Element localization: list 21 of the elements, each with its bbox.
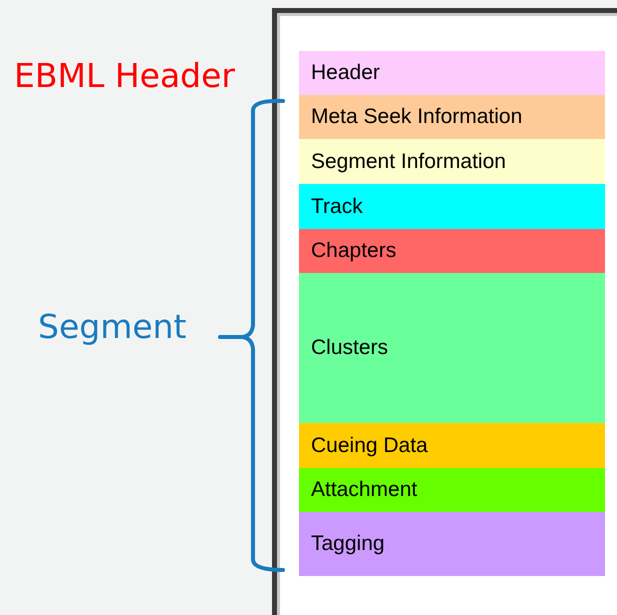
segment-band — [299, 512, 605, 576]
band-label: Attachment — [311, 478, 418, 502]
segment-band — [299, 273, 605, 423]
band-label: Cueing Data — [311, 434, 428, 458]
segment-band — [299, 51, 605, 95]
band-label: Header — [311, 61, 380, 85]
segment-band — [299, 95, 605, 139]
segment-band — [299, 468, 605, 512]
band-label: Segment Information — [311, 150, 506, 174]
band-label: Track — [311, 194, 363, 218]
segment-band — [299, 229, 605, 273]
side-label: EBML Header — [14, 56, 235, 95]
segment-band — [299, 184, 605, 229]
side-label: Segment — [38, 307, 186, 346]
segment-band — [299, 139, 605, 184]
band-label: Clusters — [311, 336, 388, 360]
band-label: Chapters — [311, 239, 396, 263]
segment-band — [299, 423, 605, 468]
file-frame — [272, 8, 617, 615]
band-label: Tagging — [311, 532, 385, 556]
band-label: Meta Seek Information — [311, 105, 522, 129]
